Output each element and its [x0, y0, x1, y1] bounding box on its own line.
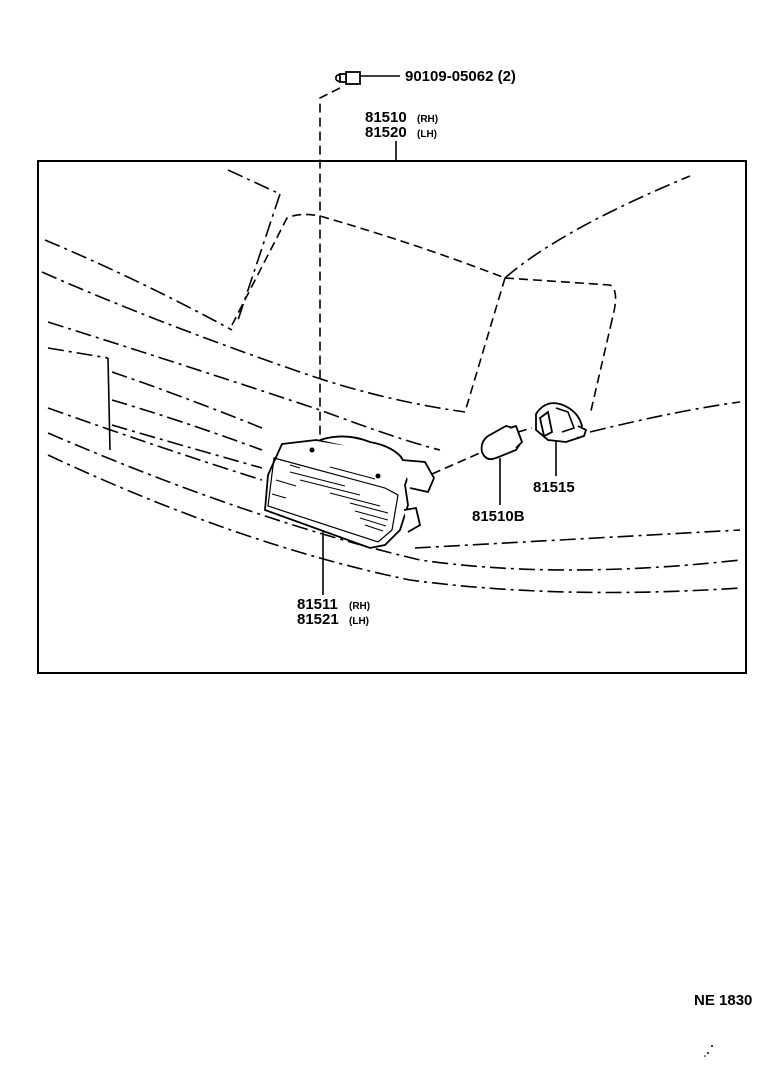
lamp-assy-lh-side: (LH) — [417, 129, 437, 140]
diagram-code: NE 1830 — [694, 992, 752, 1009]
bolt-leader-line — [319, 87, 341, 445]
assembly-frame — [37, 160, 747, 674]
lens-lh-number: 81521 — [297, 611, 339, 628]
lamp-assy-rh-side: (RH) — [417, 114, 438, 125]
bolt-icon — [335, 71, 400, 85]
lens-rh-side: (RH) — [349, 601, 370, 612]
lens-rh-number: 81511 — [297, 596, 338, 613]
socket-icon — [535, 402, 588, 443]
fog-lamp-housing — [264, 435, 436, 549]
bulb-icon — [480, 424, 524, 461]
car-body-outline — [41, 169, 741, 594]
socket-leader-line — [517, 427, 533, 433]
scan-specks — [704, 1045, 713, 1057]
lens-lh-side: (LH) — [349, 616, 369, 627]
bulb-part-number: 81510B — [472, 508, 525, 525]
lamp-assy-lh-number: 81520 — [365, 124, 407, 141]
socket-part-number: 81515 — [533, 479, 575, 496]
lamp-assy-rh-number: 81510 — [365, 109, 407, 126]
bolt-part-number: 90109-05062 (2) — [405, 68, 516, 85]
bulb-leader-line — [431, 451, 483, 475]
